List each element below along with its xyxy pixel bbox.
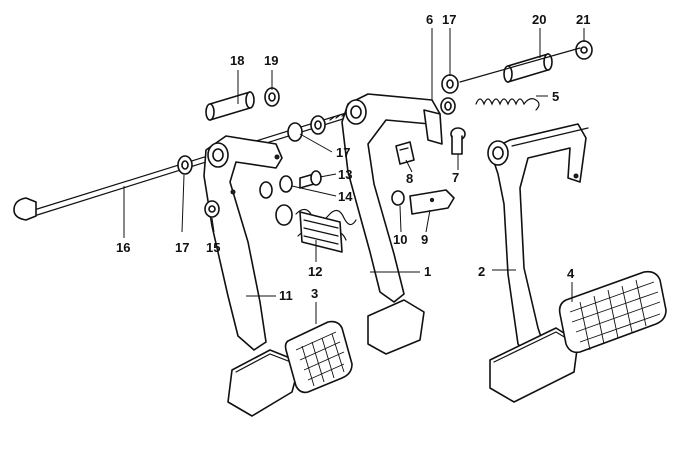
part-12-pedal-return-spring xyxy=(275,204,357,253)
label-8: 8 xyxy=(406,171,413,186)
part-5-tension-spring xyxy=(475,98,540,111)
label-12: 12 xyxy=(308,264,322,279)
label-3: 3 xyxy=(311,286,318,301)
label-13: 13 xyxy=(338,167,352,182)
leader-lines xyxy=(123,28,585,324)
part-11-brake-pedal xyxy=(203,135,301,417)
part-2-brake-pedal-right xyxy=(487,123,589,403)
part-13-bolt xyxy=(299,170,322,189)
part-1-clutch-pedal xyxy=(341,93,443,355)
label-6: 6 xyxy=(426,12,433,27)
label-15: 15 xyxy=(206,240,220,255)
part-17-spacer-right xyxy=(441,74,459,94)
callout-labels: 18 19 6 17 20 21 5 17 8 7 13 14 10 9 16 … xyxy=(116,12,590,303)
label-17-right: 17 xyxy=(442,12,456,27)
label-7: 7 xyxy=(452,170,459,185)
part-4-large-pedal-pad xyxy=(558,270,667,354)
part-6-bushing xyxy=(440,97,456,115)
label-14: 14 xyxy=(338,189,353,204)
label-9: 9 xyxy=(421,232,428,247)
part-17-spacer-left xyxy=(177,155,193,175)
label-5: 5 xyxy=(552,89,559,104)
part-15-nut xyxy=(204,200,220,218)
label-1: 1 xyxy=(424,264,431,279)
label-18: 18 xyxy=(230,53,244,68)
label-16: 16 xyxy=(116,240,130,255)
part-14-nut xyxy=(259,175,293,199)
part-18-bushing-sleeve xyxy=(205,91,255,121)
label-2: 2 xyxy=(478,264,485,279)
part-8-clip xyxy=(395,141,415,165)
part-10-clevis-pin xyxy=(391,190,405,206)
label-21: 21 xyxy=(576,12,590,27)
label-4: 4 xyxy=(567,266,575,281)
part-16-pedal-shaft-bolt xyxy=(13,107,363,221)
label-11: 11 xyxy=(279,288,293,303)
label-10: 10 xyxy=(393,232,407,247)
part-7-bolt xyxy=(450,127,466,155)
label-17-middle: 17 xyxy=(336,145,350,160)
part-9-clevis xyxy=(409,189,455,215)
part-17-spacer-middle xyxy=(287,115,326,142)
part-19-washer xyxy=(264,87,280,107)
label-17-left: 17 xyxy=(175,240,189,255)
part-21-cap-nut xyxy=(575,40,593,60)
part-3-brake-pedal-pad xyxy=(284,320,353,394)
label-20: 20 xyxy=(532,12,546,27)
label-19: 19 xyxy=(264,53,278,68)
